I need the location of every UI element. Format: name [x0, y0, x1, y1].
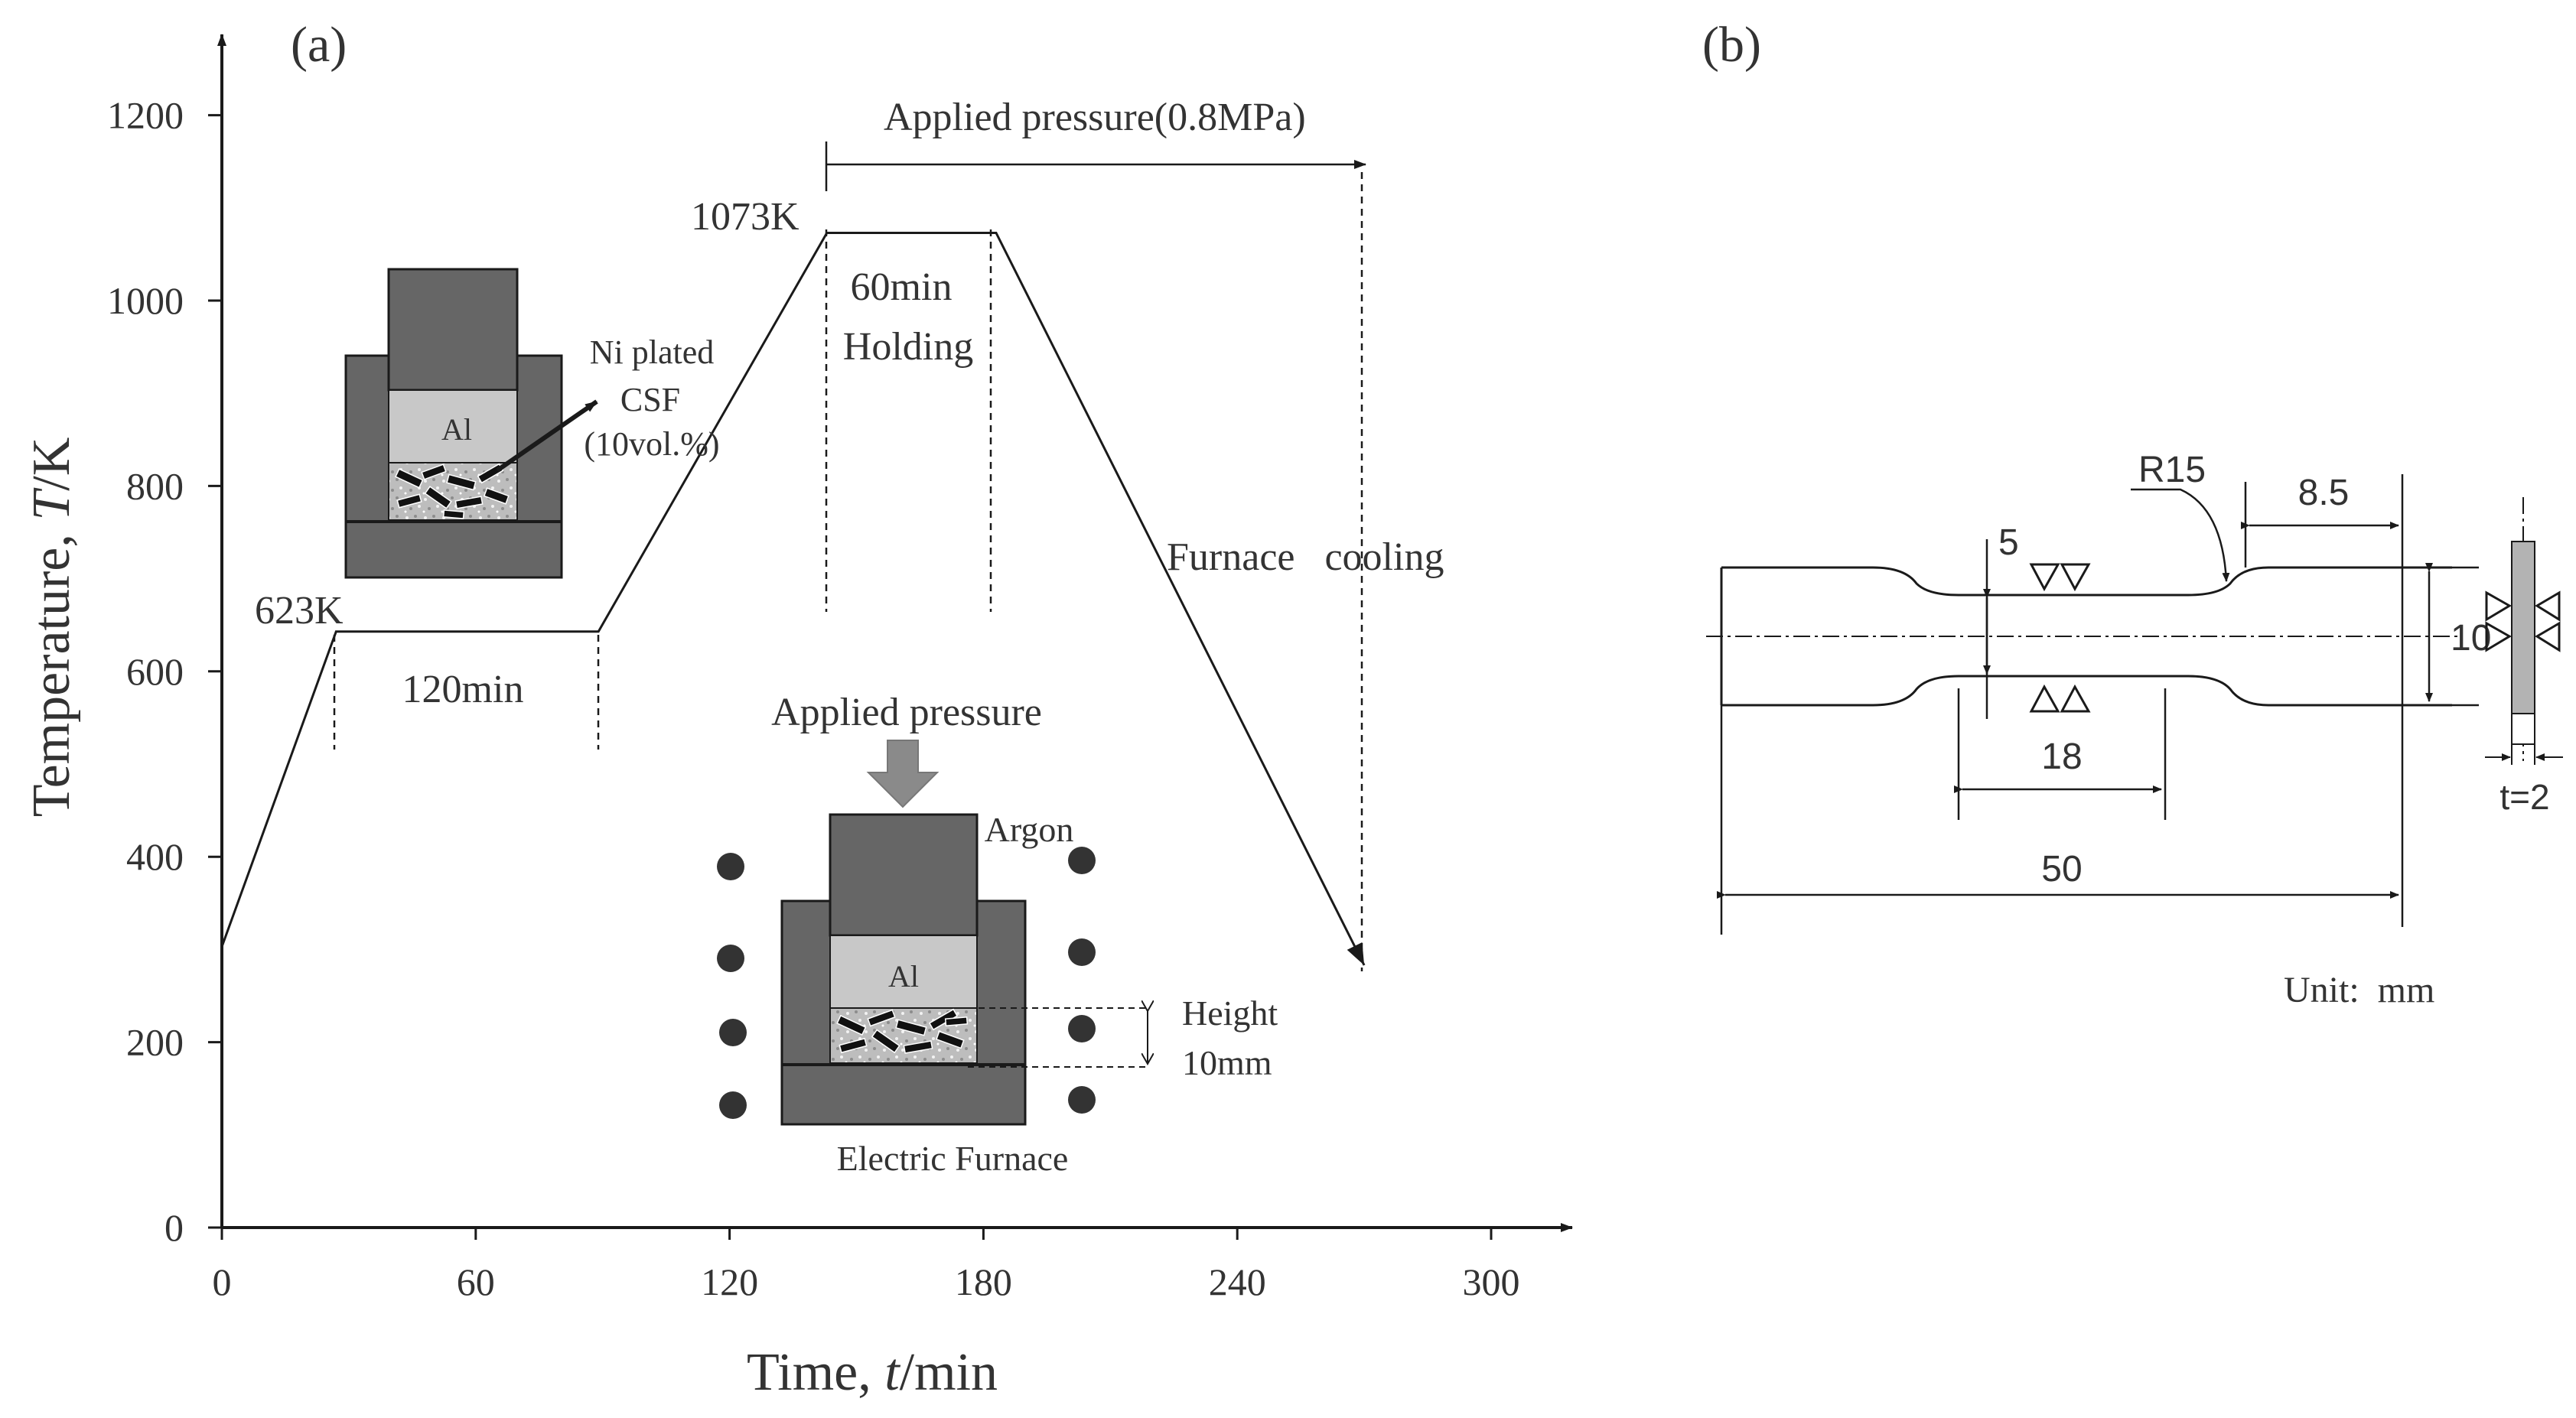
- dim-total-length-label: 50: [2041, 849, 2082, 890]
- fiber-label-line1: Ni plated: [590, 333, 715, 371]
- furnace-mold-punch: [829, 813, 979, 937]
- dwell-markers: [333, 172, 1363, 971]
- panel-a: (a) 0 200 400 600 800 1000 1200 0 60 120 180 240 30…: [22, 17, 1573, 1402]
- annotation-120min: 120min: [402, 668, 524, 711]
- surface-finish-symbols: [2029, 563, 2091, 713]
- finish-triangle: [2060, 684, 2091, 713]
- electric-furnace-label: Electric Furnace: [837, 1139, 1069, 1178]
- pressure-annotation: Applied pressure(0.8MPa): [884, 96, 1306, 139]
- panel-b-label: (b): [1702, 17, 1761, 73]
- mold-punch: [387, 268, 519, 392]
- annotation-furnace-cooling: Furnace cooling: [1167, 535, 1444, 579]
- inset-furnace: Applied pressure Al Argon: [717, 691, 1278, 1178]
- furnace-al-block: [829, 935, 978, 1009]
- y-tick-label: 0: [164, 1206, 184, 1249]
- panel-b: (b): [1702, 17, 2563, 1010]
- annotation-60min: 60min: [851, 265, 953, 309]
- dim-radius-label: R15: [2138, 450, 2206, 490]
- cooling-arrowhead: [1347, 942, 1365, 965]
- specimen-upper-edge: [1721, 566, 2452, 597]
- heater-element: [1068, 1015, 1096, 1042]
- finish-triangle: [2029, 684, 2060, 713]
- side-view-end: [2511, 713, 2535, 745]
- side-view-finish-symbols: [2485, 590, 2561, 652]
- height-label-line2: 10mm: [1182, 1043, 1272, 1082]
- dim-grip-width-label: 10: [2451, 618, 2491, 659]
- annotation-623k: 623K: [255, 589, 344, 633]
- y-tick-label: 1000: [107, 279, 184, 322]
- x-tick-label: 180: [955, 1260, 1012, 1303]
- y-tick-label: 400: [126, 835, 184, 878]
- y-tick-label: 800: [126, 464, 184, 507]
- x-tick-label: 120: [701, 1260, 758, 1303]
- dim-thickness-label: t=2: [2499, 777, 2549, 817]
- x-axis-title: Time, t/min: [747, 1343, 998, 1402]
- heater-elements: [717, 847, 1096, 1119]
- height-label-line1: Height: [1182, 994, 1278, 1033]
- height-indicator: [968, 1007, 1148, 1068]
- unit-label: Unit: mm: [2284, 970, 2434, 1010]
- heater-element: [717, 945, 744, 972]
- pressure-arrow-icon: [866, 740, 940, 808]
- dim-shoulder-label: 8.5: [2298, 473, 2350, 513]
- mold-al-label: Al: [441, 412, 472, 447]
- dim-gauge-length-label: 18: [2041, 737, 2082, 777]
- dim-gauge-width-label: 5: [1998, 522, 2019, 563]
- specimen-side-view: t=2: [2485, 497, 2563, 817]
- y-axis-title: Temperature, T/K: [22, 437, 81, 818]
- x-ticks: 0 60 120 180 240 300: [213, 1228, 1520, 1303]
- side-view-body: [2511, 541, 2535, 714]
- radius-leader: [2131, 488, 2230, 582]
- inset-mold: Al Ni plated CSF (10vol.%): [344, 268, 720, 579]
- fiber-label-line2: CSF: [620, 381, 680, 418]
- furnace-pressure-label: Applied pressure: [771, 691, 1042, 734]
- heater-element: [1068, 938, 1096, 966]
- fiber-callout-arrow: [496, 399, 598, 473]
- y-tick-label: 1200: [107, 94, 184, 137]
- heater-element: [1068, 1086, 1096, 1114]
- furnace-al-label: Al: [888, 959, 919, 994]
- heater-element: [719, 1019, 747, 1046]
- argon-label: Argon: [985, 810, 1074, 849]
- finish-triangle: [2029, 563, 2060, 592]
- fiber-label-line3: (10vol.%): [584, 425, 719, 463]
- annotation-holding: Holding: [843, 325, 973, 369]
- panel-a-label: (a): [291, 17, 347, 73]
- heater-element: [719, 1091, 747, 1119]
- x-tick-label: 0: [213, 1260, 232, 1303]
- finish-triangle: [2060, 563, 2091, 592]
- annotation-1073k: 1073K: [691, 195, 800, 239]
- x-tick-label: 240: [1209, 1260, 1266, 1303]
- y-tick-label: 200: [126, 1021, 184, 1064]
- specimen-lower-edge: [1721, 675, 2452, 707]
- furnace-fibers: [836, 1008, 969, 1054]
- temperature-profile-line: [220, 232, 1366, 966]
- x-tick-label: 60: [457, 1260, 495, 1303]
- heater-element: [1068, 847, 1096, 874]
- heater-element: [717, 853, 744, 880]
- x-tick-label: 300: [1463, 1260, 1520, 1303]
- y-ticks: 0 200 400 600 800 1000 1200: [107, 94, 222, 1249]
- y-tick-label: 600: [126, 650, 184, 693]
